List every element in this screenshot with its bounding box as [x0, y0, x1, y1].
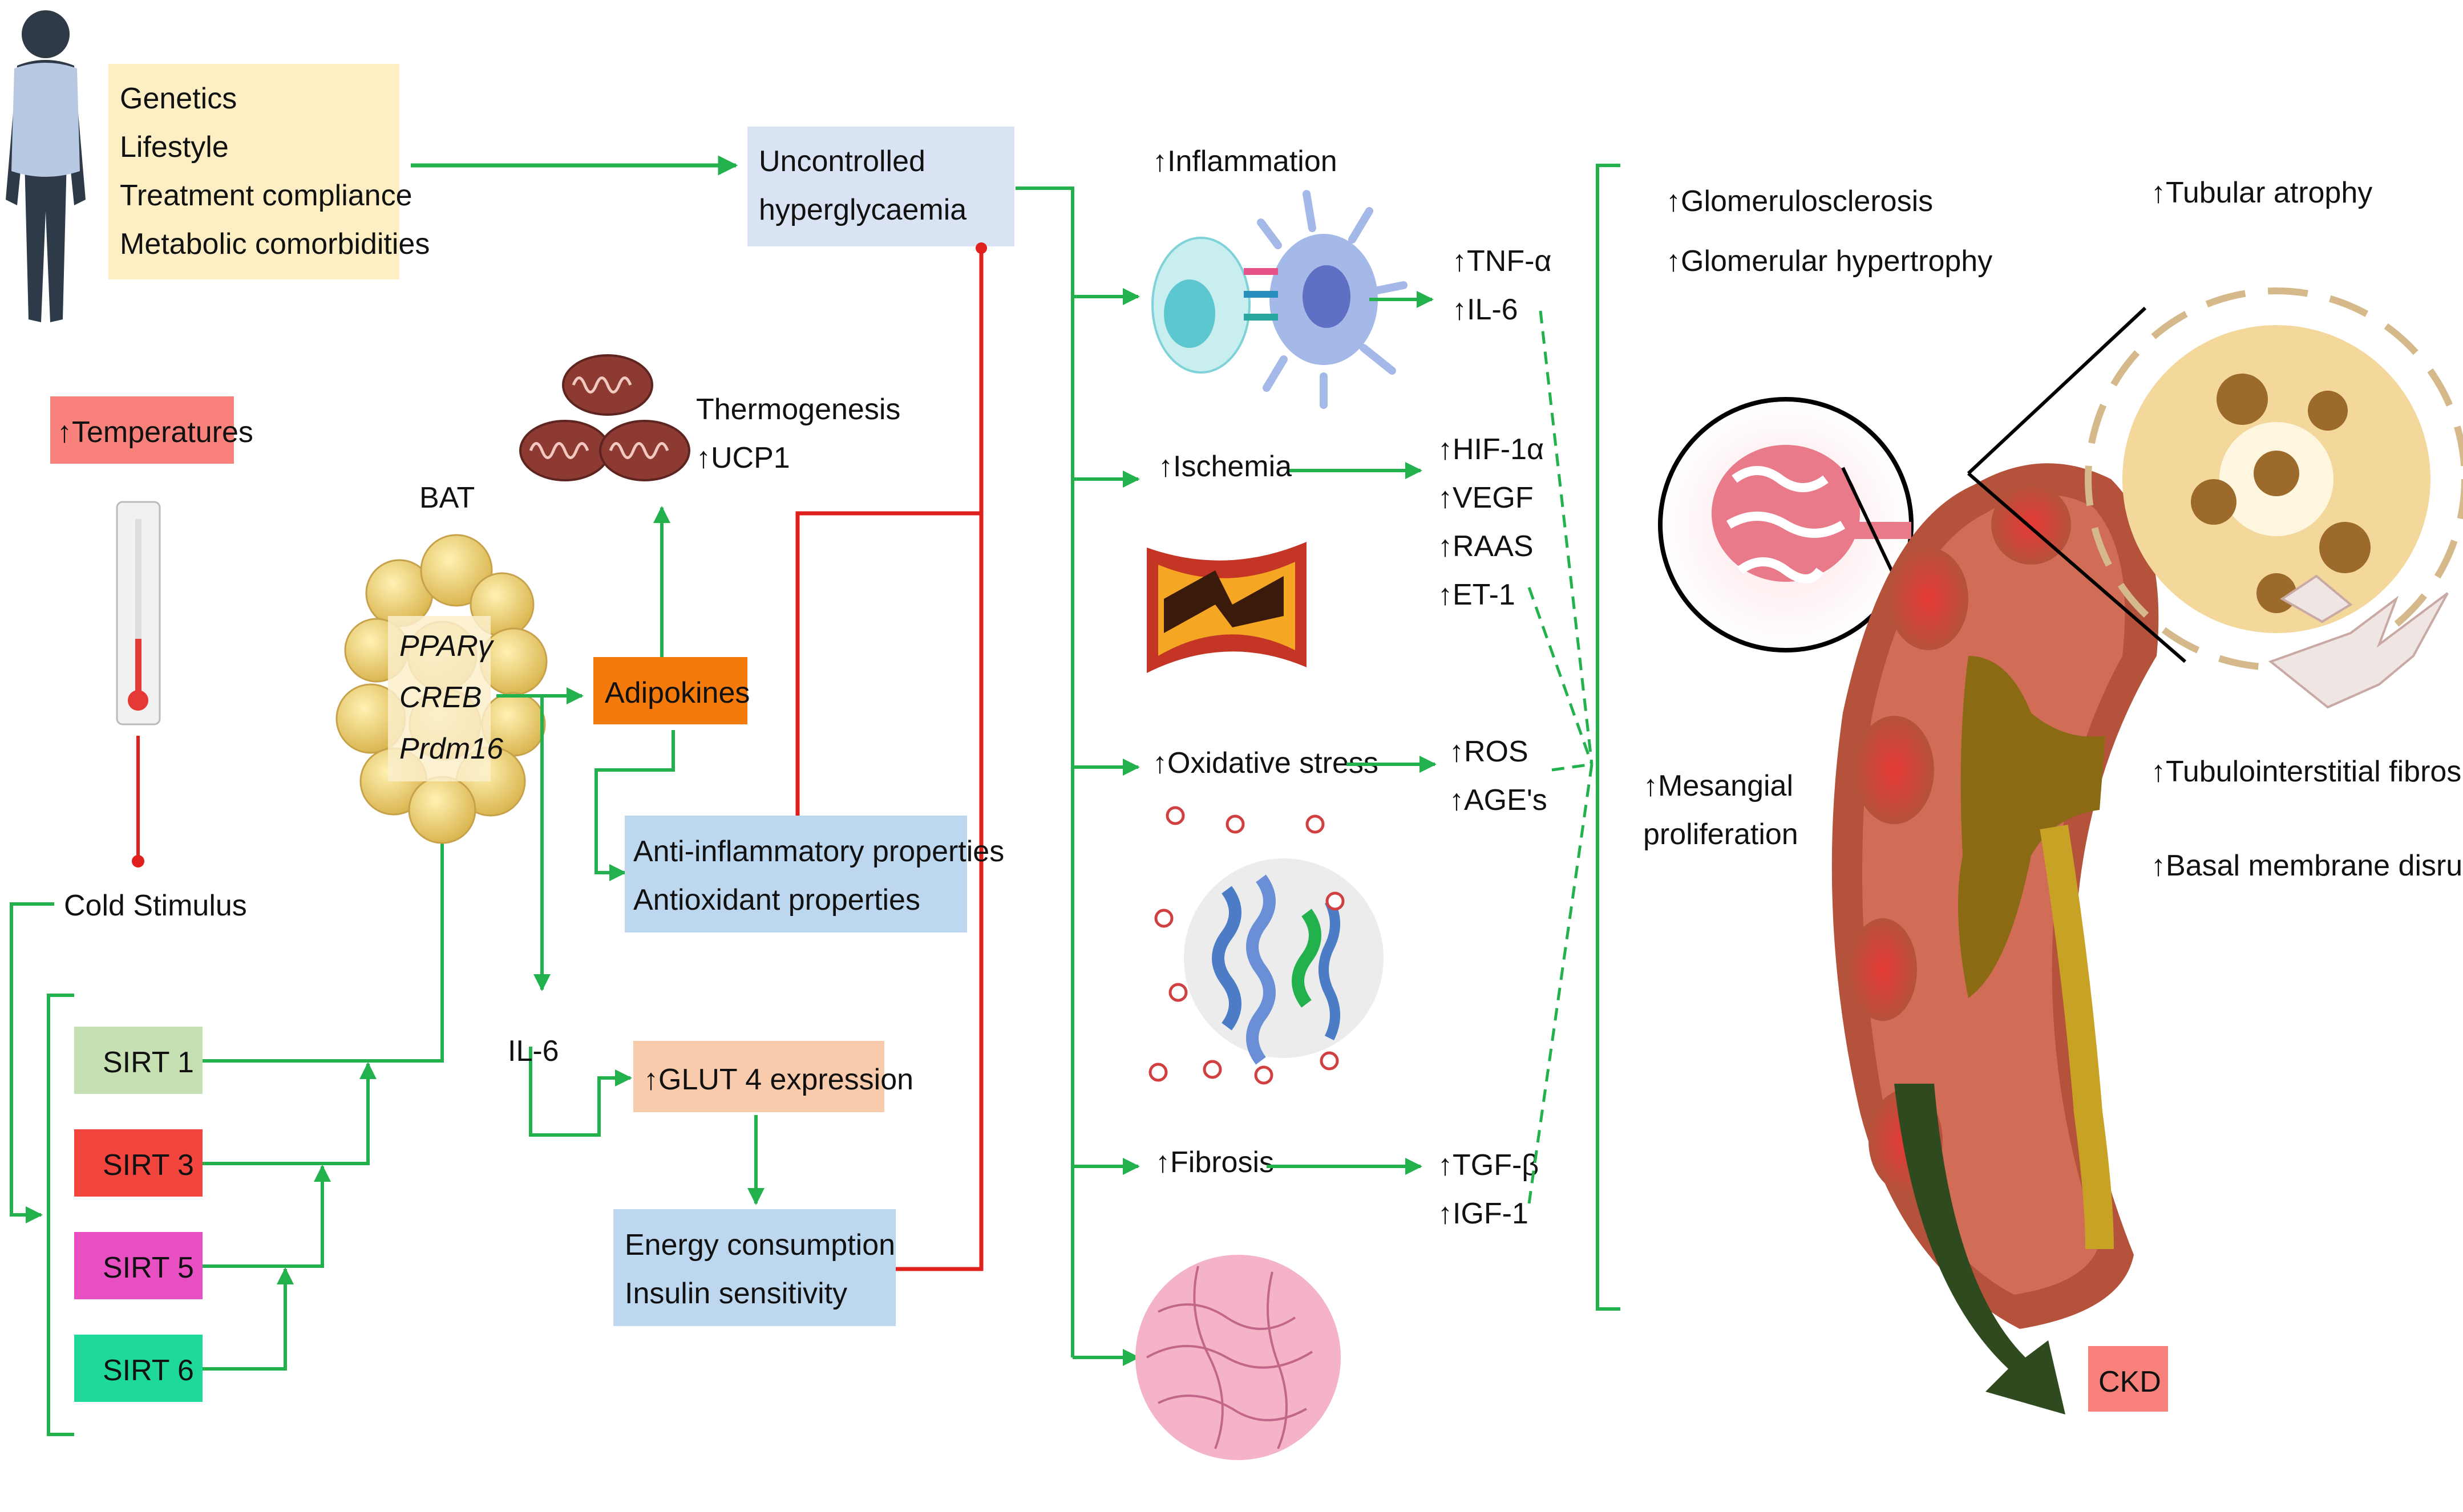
- sirt-arrows: [203, 785, 451, 1371]
- mesangial-label-1: ↑Mesangial: [1643, 769, 1793, 802]
- ckd-box: [2088, 1346, 2168, 1412]
- sirt-6-fill: [74, 1335, 203, 1402]
- tubule-zoom-line-2: [1967, 472, 2186, 663]
- inhibition-line: [795, 248, 984, 1271]
- sirt-5-fill: [74, 1232, 203, 1299]
- il6-mediator-label: ↑IL-6: [1452, 293, 1518, 326]
- person-icon: [6, 10, 86, 322]
- sirt-1-box: SIRT 1: [74, 1027, 203, 1094]
- thermometer-icon: [116, 501, 161, 725]
- thermogenesis-label: Thermogenesis: [696, 393, 900, 426]
- fibrosis-label: ↑Fibrosis: [1155, 1146, 1274, 1179]
- ros-label: ↑ROS: [1449, 735, 1528, 768]
- hyperglycaemia-line1: Uncontrolled: [759, 145, 925, 178]
- insulin-sensitivity-label: Insulin sensitivity: [625, 1277, 847, 1310]
- converging-dashed-lines: [1527, 310, 1594, 1204]
- sirt-5-box: SIRT 5: [74, 1232, 203, 1299]
- tnf-alpha-label: ↑TNF-α: [1452, 245, 1551, 278]
- oxidative-stress-label: ↑Oxidative stress: [1152, 747, 1378, 780]
- raas-label: ↑RAAS: [1438, 530, 1534, 563]
- antioxidant-label: Antioxidant properties: [633, 883, 920, 917]
- energy-consumption-label: Energy consumption: [625, 1229, 895, 1262]
- mesangial-label-2: proliferation: [1643, 818, 1798, 851]
- igf-label: ↑IGF-1: [1438, 1197, 1528, 1230]
- tubule-zoom-line-1: [1967, 306, 2147, 475]
- gene-creb: CREB: [399, 681, 482, 714]
- glomerular-hypertrophy-label: ↑Glomerular hypertrophy: [1666, 245, 1992, 278]
- energy-box: [613, 1209, 896, 1326]
- fibroblast-icon: [2268, 574, 2449, 709]
- glomerulosclerosis-label: ↑Glomerulosclerosis: [1666, 185, 1933, 218]
- ckd-label: CKD: [2098, 1365, 2161, 1399]
- sirt-1-label: SIRT 1: [103, 1046, 194, 1079]
- hif-label: ↑HIF-1α: [1438, 433, 1544, 466]
- sirt-6-box: SIRT 6: [74, 1335, 203, 1402]
- risk-factors-box: [108, 64, 399, 279]
- anti-inflammatory-label: Anti-inflammatory properties: [633, 835, 1004, 868]
- glut4-box: [633, 1041, 884, 1112]
- ckd-arrow: [1894, 1084, 2065, 1414]
- sirt-1-fill: [74, 1027, 203, 1094]
- temperatures-label: ↑Temperatures: [57, 416, 253, 449]
- inflammation-label: ↑Inflammation: [1152, 145, 1337, 178]
- sirt-bracket: [47, 994, 74, 1436]
- cold-stimulus-label: Cold Stimulus: [64, 889, 247, 922]
- temperature-cold-end: [132, 855, 144, 868]
- properties-box: [625, 816, 967, 933]
- tubule-cross-section-icon: [2085, 287, 2463, 671]
- cold-stimulus-arrow: [10, 902, 54, 1223]
- inhibition-end: [976, 242, 987, 254]
- sirt-3-box: SIRT 3: [74, 1129, 203, 1197]
- ischemia-label: ↑Ischemia: [1158, 450, 1292, 483]
- et1-label: ↑ET-1: [1438, 578, 1515, 611]
- tgf-label: ↑TGF-β: [1438, 1149, 1539, 1182]
- sirt-6-label: SIRT 6: [103, 1354, 194, 1387]
- mechanism-branch: [1016, 187, 1140, 1366]
- hyperglycaemia-box: [747, 127, 1014, 246]
- tubulointerstitial-label: ↑Tubulointerstitial fibrosis: [2151, 755, 2463, 788]
- risk-factor-compliance: Treatment compliance: [120, 179, 412, 212]
- gene-prdm16: Prdm16: [399, 732, 503, 765]
- glomerulus-icon: [1658, 397, 1914, 652]
- sirt-3-fill: [74, 1129, 203, 1197]
- glut4-label: ↑GLUT 4 expression: [644, 1063, 913, 1096]
- ucp1-label: ↑UCP1: [696, 441, 790, 475]
- sirt-5-label: SIRT 5: [103, 1251, 194, 1284]
- bat-label: BAT: [419, 481, 475, 514]
- bat-genes-box: [388, 616, 491, 781]
- basal-membrane-label: ↑Basal membrane disruption: [2151, 849, 2463, 882]
- vessel-icon: [1147, 542, 1307, 673]
- temperatures-box: [50, 396, 234, 464]
- tubular-atrophy-label: ↑Tubular atrophy: [2151, 176, 2372, 209]
- glomerulus-zoom-line-1: [1841, 467, 1896, 577]
- risk-factor-lifestyle: Lifestyle: [120, 131, 229, 164]
- gene-ppar: PPARγ: [399, 630, 495, 663]
- adipokines-box: [593, 657, 747, 724]
- kidney-icon: [1831, 463, 2159, 1329]
- fibrotic-tissue-icon: [1135, 1255, 1341, 1460]
- vegf-label: ↑VEGF: [1438, 481, 1534, 514]
- kidney-bracket: [1596, 164, 1620, 1311]
- hyperglycaemia-line2: hyperglycaemia: [759, 193, 966, 226]
- sirt-3-label: SIRT 3: [103, 1149, 194, 1182]
- protein-ros-icon: [1148, 806, 1384, 1085]
- risk-factor-genetics: Genetics: [120, 82, 237, 115]
- ages-label: ↑AGE's: [1449, 784, 1547, 817]
- adipokines-label: Adipokines: [605, 676, 750, 710]
- bat-arrows: [496, 506, 765, 1205]
- risk-factor-comorbidities: Metabolic comorbidities: [120, 228, 430, 261]
- mitochondria-icon: [519, 354, 690, 481]
- immune-cells-icon: [1151, 190, 1408, 409]
- il6-label: IL-6: [508, 1035, 559, 1068]
